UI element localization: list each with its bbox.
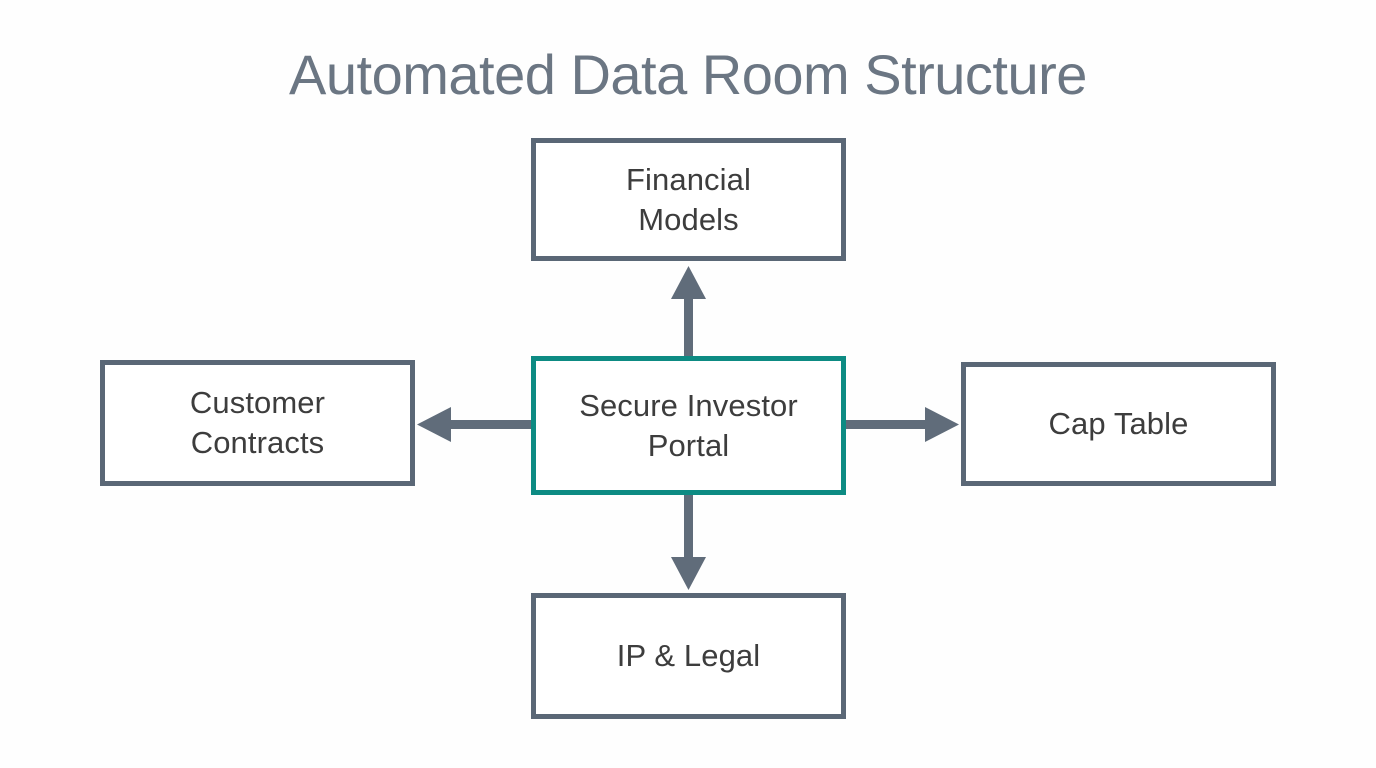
page-title: Automated Data Room Structure [289,43,1087,106]
node-ip-legal[interactable]: IP & Legal [531,593,846,719]
connector-portal-to-ip-legal [671,495,706,590]
node-label: IP & Legal [616,638,761,674]
connector-portal-to-customer-contracts [417,407,532,442]
node-label: Financial Models [626,161,751,237]
node-cap-table[interactable]: Cap Table [961,362,1276,486]
node-label: Cap Table [1048,406,1189,442]
node-secure-investor-portal[interactable]: Secure Investor Portal [531,356,846,495]
node-label: Customer Contracts [189,385,326,460]
node-label: Secure Investor Portal [579,387,798,463]
node-financial-models[interactable]: Financial Models [531,138,846,261]
connector-portal-to-cap-table [846,407,959,442]
node-customer-contracts[interactable]: Customer Contracts [100,360,415,486]
connector-portal-to-financial-models [671,266,706,357]
